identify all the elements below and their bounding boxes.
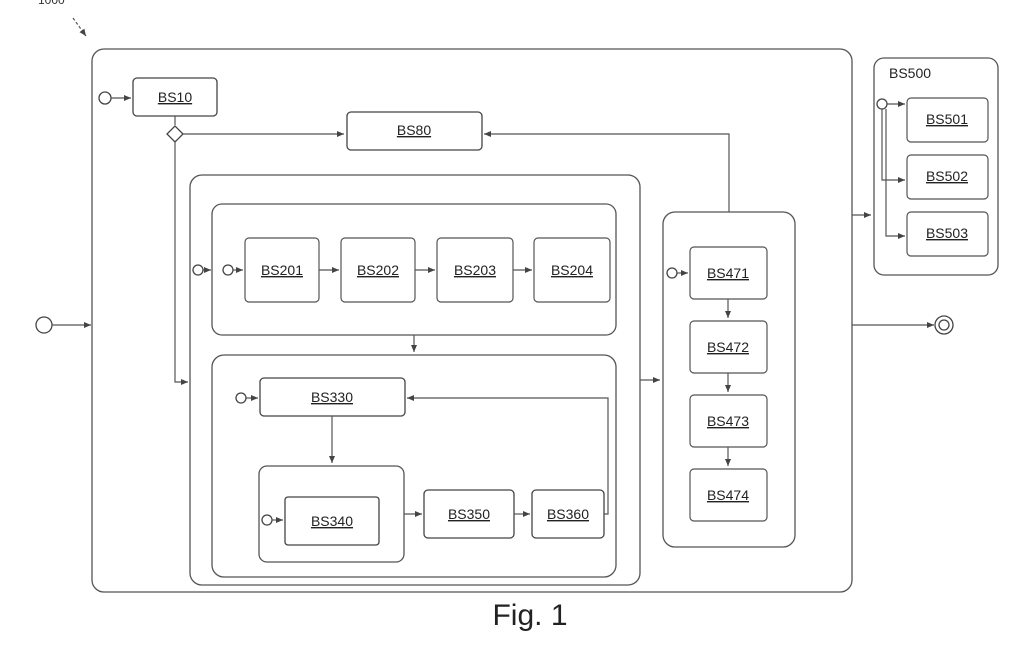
initial-state-icon [36,317,52,333]
state-bs340-label: BS340 [311,513,353,529]
state-bs10-label: BS10 [158,89,192,105]
state-bs330-label: BS330 [311,389,353,405]
final-state-inner-icon [939,320,949,330]
bs10-initial-icon [99,92,111,104]
bs471-initial-icon [667,268,677,278]
figure-ref-number: 1000 [38,0,65,7]
bs330-initial-icon [236,393,246,403]
state-bs203-label: BS203 [454,262,496,278]
bs340-initial-icon [262,515,272,525]
state-bs502-label: BS502 [926,168,968,184]
state-bs360-label: BS360 [547,506,589,522]
state-bs202-label: BS202 [357,262,399,278]
state-bs201-label: BS201 [261,262,303,278]
state-bs204-label: BS204 [551,262,593,278]
state-bs503-label: BS503 [926,225,968,241]
group-bs201-initial-icon [193,265,203,275]
state-bs474-label: BS474 [707,487,749,503]
state-bs472-label: BS472 [707,339,749,355]
bs500-initial-icon [877,99,887,109]
state-bs501-label: BS501 [926,111,968,127]
bs201-initial-icon [223,265,233,275]
state-bs471-label: BS471 [707,265,749,281]
state-bs350-label: BS350 [448,506,490,522]
state-bs80-label: BS80 [397,122,431,138]
figure-caption: Fig. 1 [492,599,567,632]
ref-pointer-arrow [73,18,86,36]
group-bs500-label: BS500 [889,65,931,81]
state-bs473-label: BS473 [707,413,749,429]
